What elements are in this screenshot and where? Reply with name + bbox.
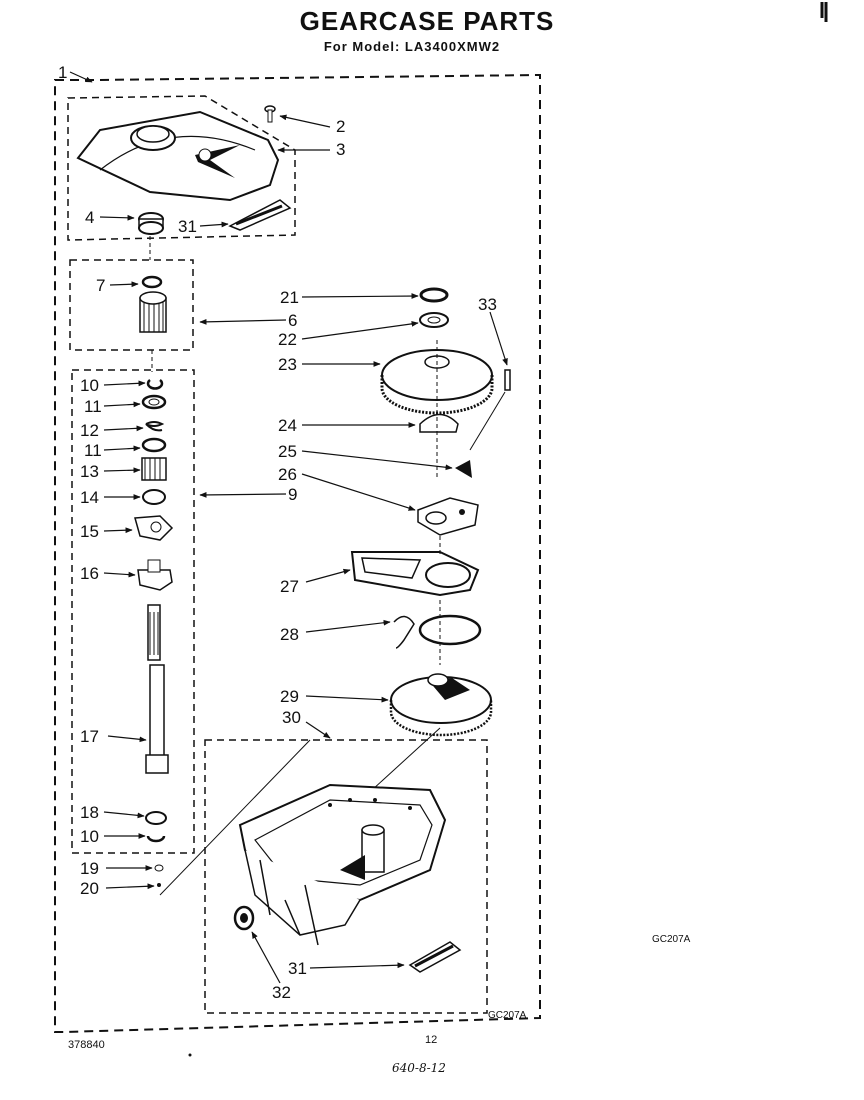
callout-31-bottom: 31 [288,959,307,978]
callout-12: 12 [80,421,99,440]
callout-6: 6 [288,311,297,330]
callout-17: 17 [80,727,99,746]
gearcase-housing-part-30 [238,783,447,946]
callout-30: 30 [282,708,301,727]
figure-code-box: GC207A [488,1010,527,1021]
rack-part-27 [350,551,480,597]
callout-32: 32 [272,983,291,1002]
grease-tube-part-31-top [228,199,292,231]
callout-33: 33 [478,295,497,314]
callout-10-bottom: 10 [80,827,99,846]
callout-10-top: 10 [80,376,99,395]
spring-part-28 [393,614,482,649]
callout-31-top: 31 [178,217,197,236]
callout-11-top: 11 [84,397,102,416]
callout-27: 27 [280,577,299,596]
callout-23: 23 [278,355,297,374]
callout-22: 22 [278,330,297,349]
model-subtitle: For Model: LA3400XMW2 [323,39,501,54]
callout-11-bottom: 11 [84,441,102,460]
callout-9: 9 [288,485,297,504]
callout-15: 15 [80,522,99,541]
pinion-group-box [69,259,194,351]
cam-gear-part-29 [389,673,493,737]
spring-part-24 [419,413,459,433]
callout-labels: 1 2 3 4 31 7 6 10 11 12 11 13 14 9 15 16… [58,63,497,1002]
assembly-outline-box [54,73,541,1033]
document-number: 378840 [68,1039,105,1051]
callout-3: 3 [336,140,345,159]
pinion-part-6 [139,275,167,333]
callout-21: 21 [280,288,299,307]
washer-part-22 [419,312,449,328]
callout-29: 29 [280,687,299,706]
callout-24: 24 [278,416,297,435]
callout-25: 25 [278,442,297,461]
page-title: GEARCASE PARTS [299,6,555,36]
callout-1: 1 [58,63,67,82]
plate-part-26 [417,497,479,536]
callout-18: 18 [80,803,99,822]
callout-14: 14 [80,488,99,507]
screw-part-2 [264,105,276,123]
callout-13: 13 [80,462,99,481]
housing-group-box [204,739,488,1014]
seal-part-4 [138,212,164,235]
gearcase-cover [76,110,280,202]
leader-lines [69,71,508,984]
shaft-stack-parts [134,378,174,887]
lever-part-25 [455,460,472,478]
corner-mark [820,2,828,22]
callout-19: 19 [80,859,99,878]
callout-4: 4 [85,208,94,227]
shaft-group-box [71,369,195,854]
callout-2: 2 [336,117,345,136]
page-number: 12 [425,1034,437,1046]
roller-part-32 [233,905,255,931]
callout-20: 20 [80,879,99,898]
ring-part-21 [419,287,449,303]
callout-16: 16 [80,564,99,583]
page-title-block: GEARCASE PARTS For Model: LA3400XMW2 [0,6,864,54]
grease-tube-part-31-bottom [408,941,462,973]
pin-part-33 [504,369,511,391]
cover-group-box [67,95,296,241]
figure-code-right: GC207A [652,934,691,945]
callout-7: 7 [96,276,105,295]
callout-28: 28 [280,625,299,644]
handwritten-note: 640-8-12 [392,1061,446,1075]
callout-26: 26 [278,465,297,484]
